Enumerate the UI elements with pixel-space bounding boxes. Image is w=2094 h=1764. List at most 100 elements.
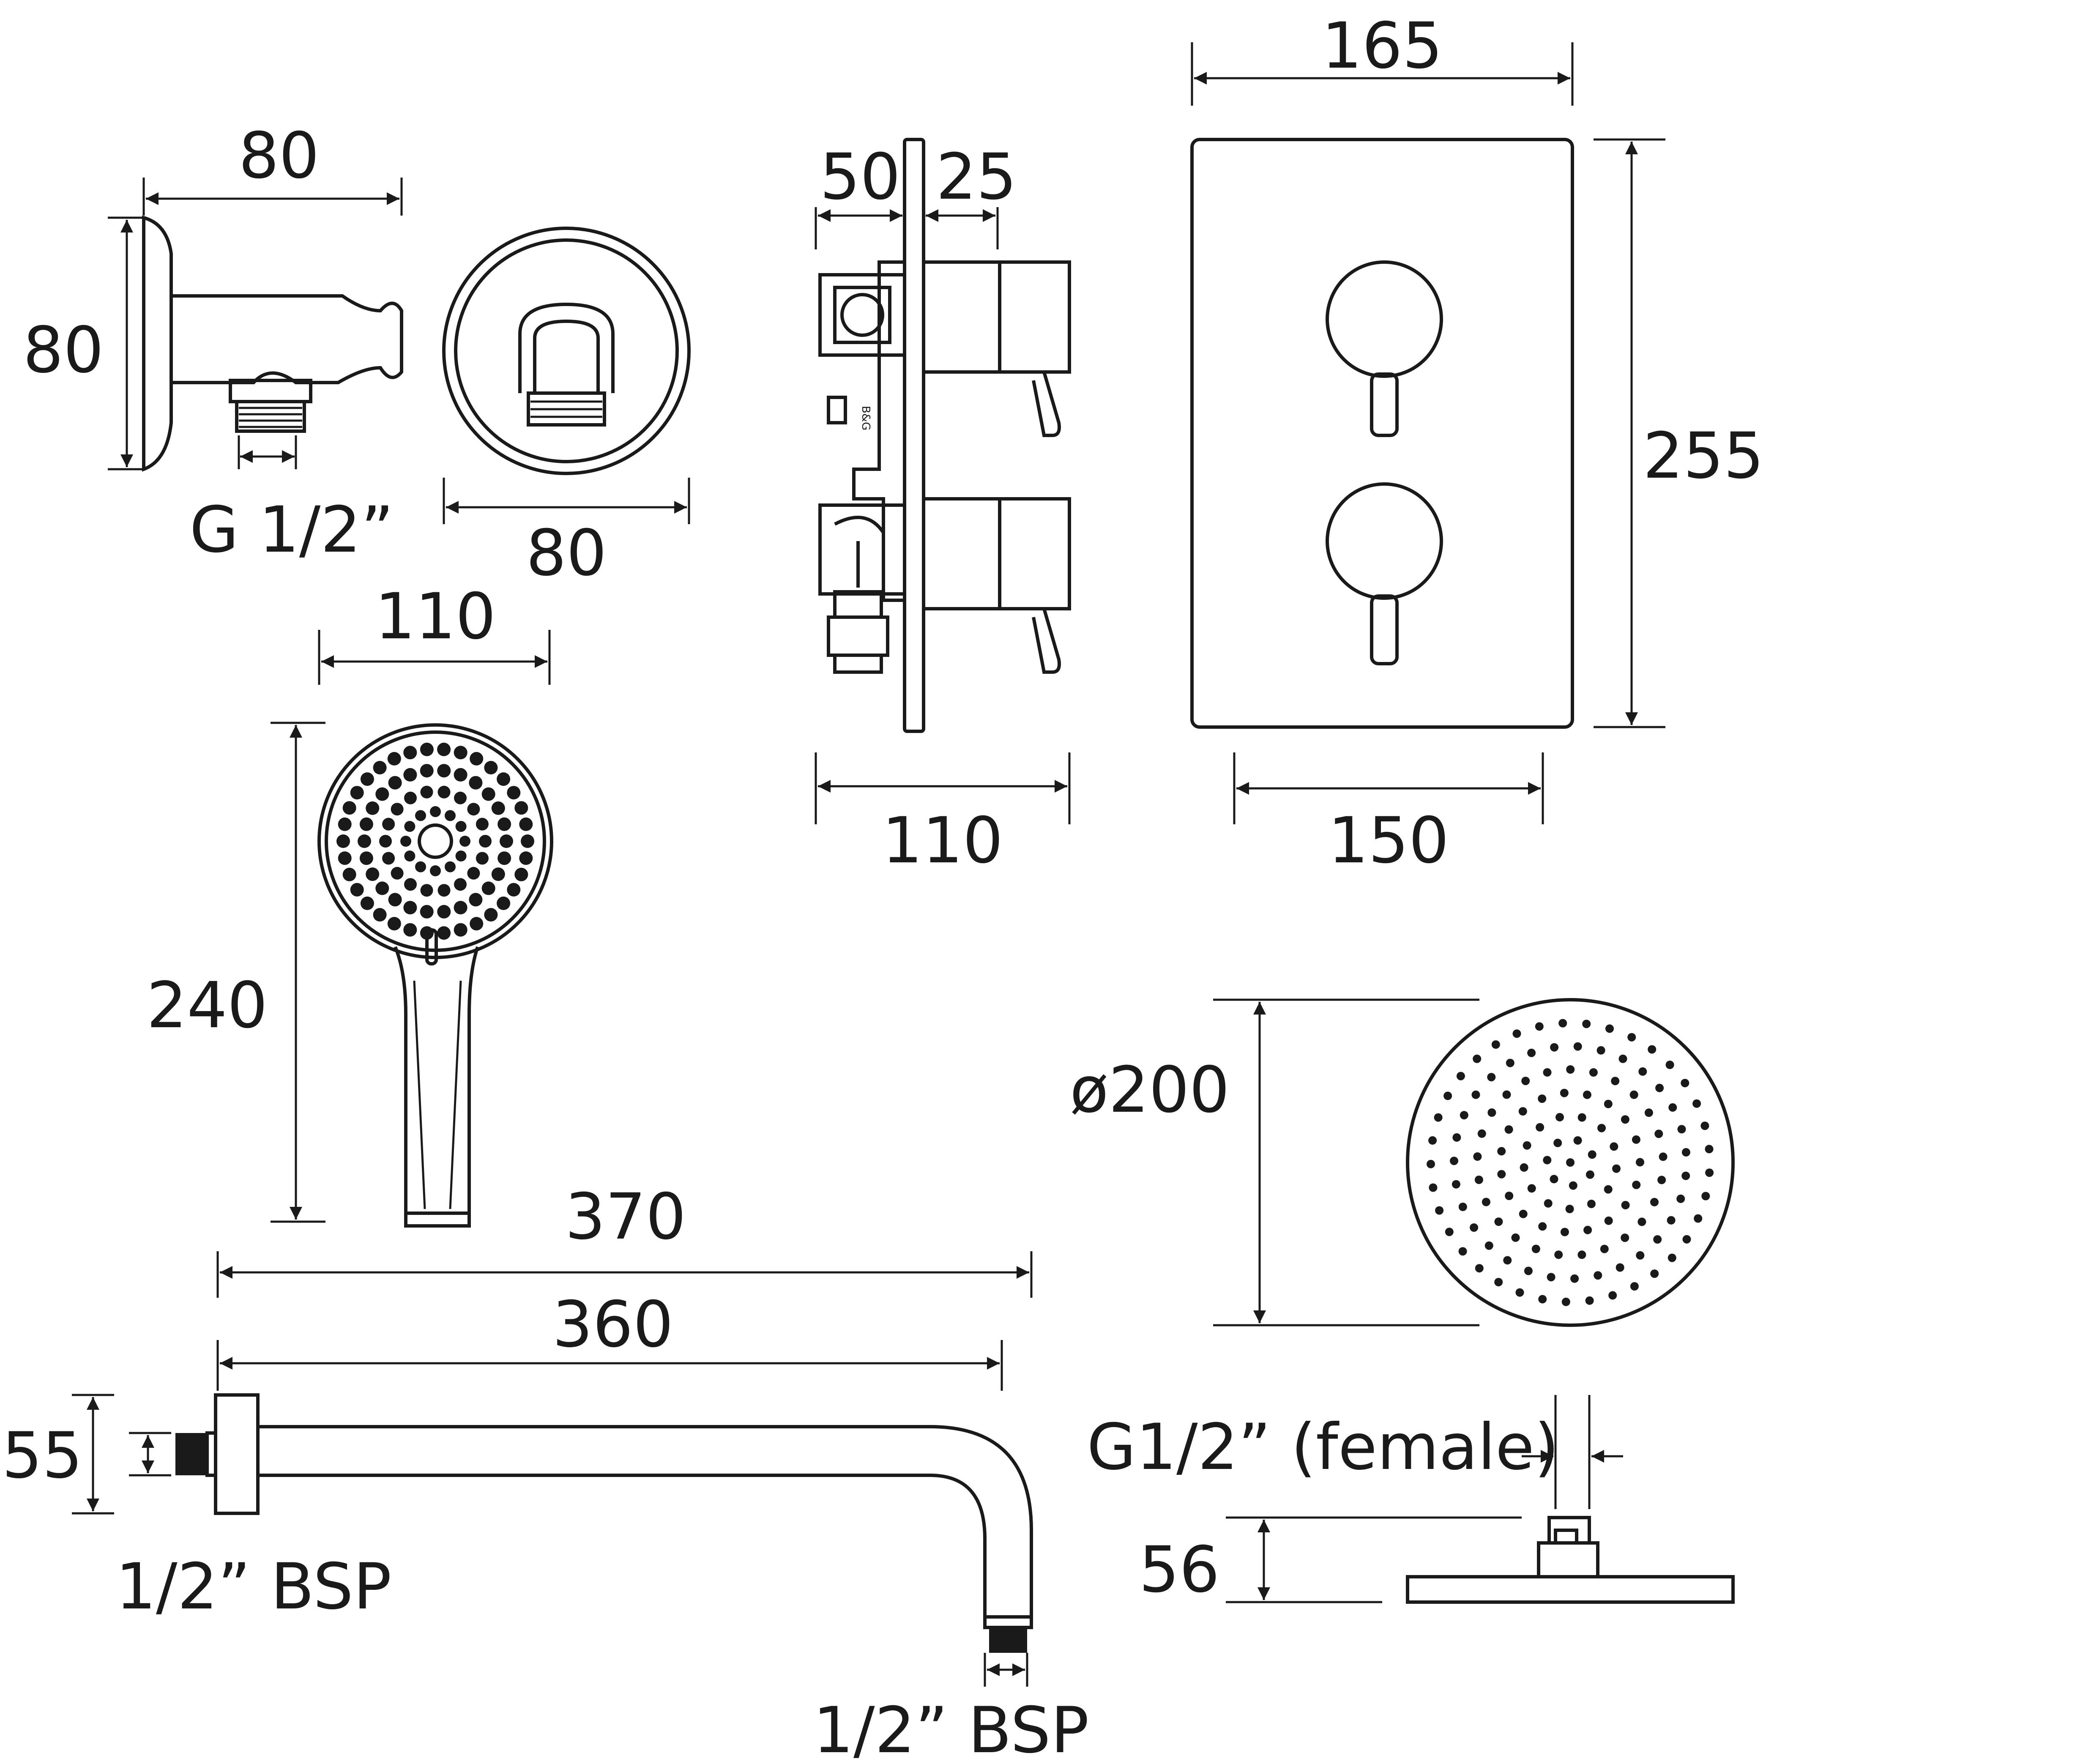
nozzle-dot xyxy=(358,834,371,848)
nozzle-dot xyxy=(1583,1225,1592,1234)
nozzle-dot xyxy=(382,818,395,831)
nozzle-dot xyxy=(1677,1125,1686,1134)
nozzle-dot xyxy=(1586,1170,1594,1179)
nozzle-dot xyxy=(1477,1129,1486,1138)
nozzle-dot xyxy=(342,801,356,815)
nozzle-dot xyxy=(387,752,401,766)
nozzle-dot xyxy=(1497,1170,1506,1179)
nozzle-dot xyxy=(1427,1160,1435,1168)
nozzle-dot xyxy=(1527,1048,1536,1057)
nozzle-dot xyxy=(1523,1141,1531,1150)
nozzle-dot xyxy=(484,761,498,774)
nozzle-dot xyxy=(1585,1296,1594,1305)
arm-wall-thread-label: 1/2” BSP xyxy=(116,1550,392,1624)
nozzle-dot xyxy=(338,851,352,865)
nozzle-dot xyxy=(350,786,364,800)
nozzle-dot xyxy=(1470,1223,1479,1232)
nozzle-dot xyxy=(375,881,389,895)
nozzle-dot xyxy=(1608,1291,1617,1300)
nozzle-dot xyxy=(1473,1152,1482,1161)
nozzle-dot xyxy=(1475,1264,1484,1273)
nozzle-dot xyxy=(1612,1164,1621,1173)
nozzle-dot xyxy=(470,917,484,931)
nozzle-dot xyxy=(1636,1158,1644,1167)
nozzle-dot xyxy=(1665,1061,1674,1069)
nozzle-dot xyxy=(1636,1251,1645,1260)
nozzle-dot xyxy=(366,801,380,815)
nozzle-dot xyxy=(484,908,498,922)
nozzle-dot xyxy=(1435,1206,1444,1215)
nozzle-dot xyxy=(1497,1147,1506,1156)
nozzle-dot xyxy=(481,881,495,895)
nozzle-dot xyxy=(498,851,511,865)
nozzle-dot xyxy=(519,851,533,865)
nozzle-dot xyxy=(1681,1171,1690,1180)
nozzle-dot xyxy=(1583,1090,1591,1099)
nozzle-dot xyxy=(1460,1111,1468,1120)
handset xyxy=(317,723,553,1228)
nozzle-dot xyxy=(1543,1156,1552,1165)
nozzle-dot xyxy=(1604,1185,1613,1194)
valve-depth-behind-label: 50 xyxy=(820,140,901,214)
nozzle-dot xyxy=(1502,1090,1511,1099)
nozzle-dot xyxy=(469,893,483,907)
nozzle-dot xyxy=(391,867,404,880)
nozzle-dot xyxy=(382,852,395,865)
nozzle-dot xyxy=(1494,1217,1503,1226)
arm-projection-label: 360 xyxy=(552,1288,673,1362)
nozzle-dot xyxy=(1456,1072,1465,1080)
nozzle-dot xyxy=(1604,1099,1613,1108)
nozzle-dot xyxy=(388,776,402,790)
nozzle-dot xyxy=(491,801,505,815)
nozzle-dot xyxy=(437,926,451,940)
nozzle-dot xyxy=(1511,1233,1520,1242)
nozzle-dot xyxy=(445,810,456,821)
arm-outlet-thread-label: 1/2” BSP xyxy=(813,1694,1089,1764)
nozzle-dot xyxy=(1668,1103,1677,1112)
nozzle-dot xyxy=(519,817,533,831)
nozzle-dot xyxy=(420,742,434,756)
nozzle-dot xyxy=(360,896,374,910)
nozzle-dot xyxy=(476,818,489,831)
nozzle-dot xyxy=(360,772,374,786)
nozzle-dot xyxy=(1676,1194,1685,1203)
wall-outlet-front-width-dimension: 80 xyxy=(443,478,690,590)
wall-outlet-height-label: 80 xyxy=(23,314,104,387)
nozzle-dot xyxy=(1587,1200,1596,1208)
nozzle-dot xyxy=(437,884,451,897)
nozzle-dot xyxy=(497,896,511,910)
nozzle-dot xyxy=(403,746,417,760)
nozzle-dot xyxy=(1681,1148,1690,1157)
overhead-inlet-dimension: G1/2” (female) xyxy=(1087,1395,1623,1509)
nozzle-dot xyxy=(336,834,350,848)
nozzle-dot xyxy=(1582,1020,1591,1028)
nozzle-dot xyxy=(1668,1253,1676,1262)
nozzle-dot xyxy=(445,861,456,872)
overhead-nozzles xyxy=(1427,1019,1714,1306)
nozzle-dot xyxy=(1705,1145,1714,1154)
nozzle-dot xyxy=(1594,1271,1602,1280)
nozzle-dot xyxy=(1632,1181,1641,1189)
nozzle-dot xyxy=(1694,1214,1703,1223)
valve-fixing-width-label: 150 xyxy=(1328,804,1449,878)
nozzle-dot xyxy=(454,746,467,760)
nozzle-dot xyxy=(476,852,489,865)
nozzle-dot xyxy=(1653,1235,1662,1244)
nozzle-dot xyxy=(1570,1274,1579,1283)
nozzle-dot xyxy=(1566,1065,1575,1074)
nozzle-dot xyxy=(1577,1113,1586,1122)
nozzle-dot xyxy=(1494,1278,1503,1286)
nozzle-dot xyxy=(455,851,467,861)
nozzle-dot xyxy=(1655,1083,1664,1092)
nozzle-dot xyxy=(415,861,426,872)
nozzle-dot xyxy=(1589,1068,1598,1077)
nozzle-dot xyxy=(403,768,417,782)
nozzle-dot xyxy=(430,865,441,876)
nozzle-dot xyxy=(459,836,470,847)
wall-outlet-thread-dimension: G 1/2” xyxy=(189,435,394,567)
nozzle-dot xyxy=(1550,1043,1559,1052)
nozzle-dot xyxy=(1573,1136,1582,1145)
overhead-height-label: 56 xyxy=(1139,1533,1220,1607)
nozzle-dot xyxy=(1573,1042,1582,1051)
